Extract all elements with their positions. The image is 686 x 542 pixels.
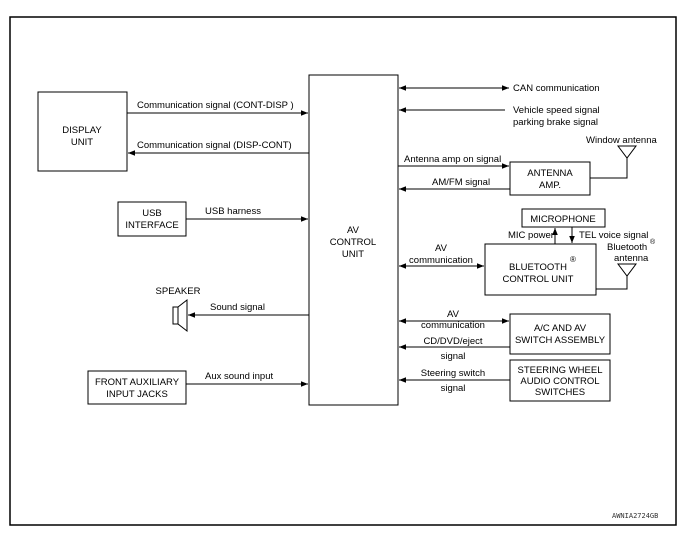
usb-label-1: USB [142,208,162,219]
front-aux-label-2: INPUT JACKS [106,389,168,400]
display-unit-label-2: UNIT [71,137,93,148]
antenna-amp: ANTENNA AMP. [509,161,591,196]
antenna-amp-label-1: ANTENNA [527,168,573,179]
microphone: MICROPHONE [521,208,606,228]
can-label: CAN communication [513,83,600,94]
mic-power-label: MIC power [508,230,554,241]
front-aux-jacks: FRONT AUXILIARY INPUT JACKS [87,370,187,405]
vehicle-speed-label: Vehicle speed signal [513,105,600,116]
usb-interface: USB INTERFACE [117,201,187,237]
bluetooth-unit-label-2: CONTROL UNIT [503,274,574,285]
figure-code: AWNIA2724GB [612,512,658,520]
usb-label-2: INTERFACE [125,220,178,231]
cont-disp-label: Communication signal (CONT-DISP ) [137,100,294,111]
bluetooth-antenna-label-2: antenna [614,253,649,264]
av-comm-bt-label-2: communication [409,255,473,266]
ac-av-label-2: SWITCH ASSEMBLY [515,335,606,346]
window-antenna-label: Window antenna [586,135,657,146]
parking-brake-label: parking brake signal [513,117,598,128]
sound-signal-label: Sound signal [210,302,265,313]
steering-wheel-switches: STEERING WHEEL AUDIO CONTROL SWITCHES [509,359,611,402]
window-antenna-icon [590,145,637,179]
cd-dvd-eject-label-2: signal [441,351,466,362]
am-fm-label: AM/FM signal [432,177,490,188]
steering-switch-label-2: signal [441,383,466,394]
microphone-label: MICROPHONE [530,214,595,225]
front-aux-label-1: FRONT AUXILIARY [95,377,180,388]
steering-label-1: STEERING WHEEL [518,365,603,376]
display-unit-label-1: DISPLAY [62,125,102,136]
av-comm-bt-label-1: AV [435,243,448,254]
bluetooth-control-unit: BLUETOOTH ® CONTROL UNIT [484,243,597,296]
aux-sound-label: Aux sound input [205,371,273,382]
bluetooth-unit-label-1: BLUETOOTH [509,262,567,273]
antenna-amp-on-label: Antenna amp on signal [404,154,501,165]
ac-av-label-1: A/C AND AV [534,323,587,334]
steering-label-3: SWITCHES [535,387,585,398]
antenna-amp-label-2: AMP. [539,180,561,191]
cd-dvd-eject-label-1: CD/DVD/eject [423,336,482,347]
av-unit-label-3: UNIT [342,249,364,260]
display-unit: DISPLAY UNIT [37,91,128,172]
bluetooth-antenna-icon [596,263,637,290]
av-unit-label-2: CONTROL [330,237,376,248]
steering-label-2: AUDIO CONTROL [520,376,599,387]
speaker-label: SPEAKER [156,286,201,297]
av-control-unit: AV CONTROL UNIT [308,74,399,406]
av-comm-ac-label-1: AV [447,309,460,320]
av-comm-ac-label-2: communication [421,320,485,331]
speaker-icon [172,298,188,333]
bluetooth-registered-mark: ® [570,255,576,264]
bluetooth-antenna-label-1: Bluetooth [607,242,647,253]
steering-switch-label-1: Steering switch [421,368,485,379]
tel-voice-label: TEL voice signal [579,230,648,241]
av-unit-label-1: AV [347,225,360,236]
diagram-frame [9,16,677,526]
ac-av-switch-assembly: A/C AND AV SWITCH ASSEMBLY [509,313,611,355]
disp-cont-label: Communication signal (DISP-CONT) [137,140,292,151]
usb-harness-label: USB harness [205,206,261,217]
bluetooth-antenna-registered-mark: ® [650,238,656,246]
